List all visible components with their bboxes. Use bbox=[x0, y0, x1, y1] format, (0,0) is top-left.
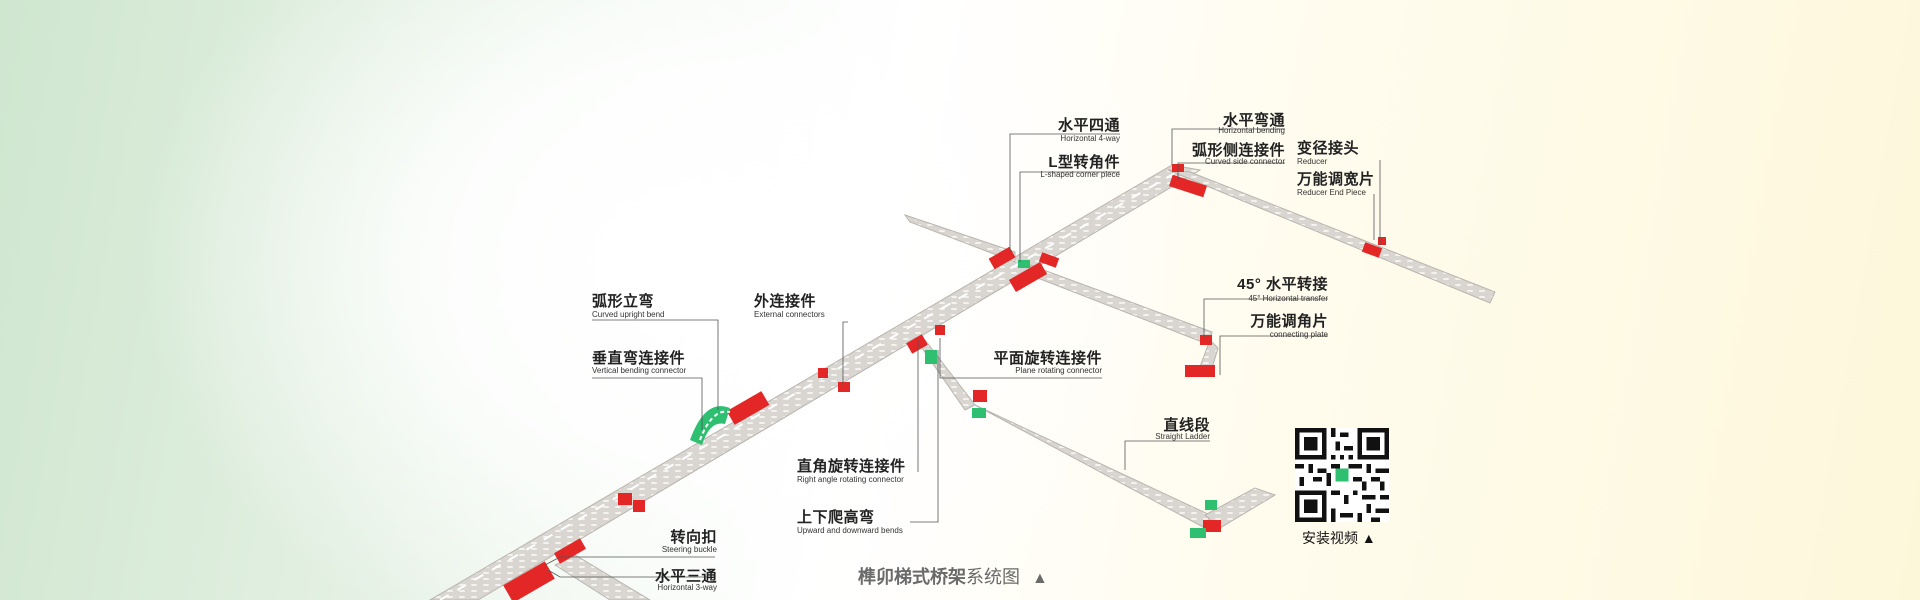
qr-label: 安装视频 ▲ bbox=[1302, 530, 1376, 546]
label-en-horizontal-4-way: Horizontal 4-way bbox=[1060, 134, 1120, 143]
label-curved-side-connector: 弧形侧连接件 bbox=[1191, 142, 1285, 159]
label-vertical-bending-connector: 垂直弯连接件 bbox=[592, 350, 686, 367]
label-en-steering-buckle: Steering buckle bbox=[661, 545, 717, 554]
label-straight-ladder: 直线段 bbox=[1163, 417, 1210, 434]
label-l-corner: L型转角件 bbox=[1048, 154, 1120, 171]
label-curved-upright-bend: 弧形立弯 bbox=[592, 293, 655, 310]
label-horizontal-3-way: 水平三通 bbox=[654, 568, 717, 585]
green-connectors bbox=[925, 260, 1217, 538]
diagram-caption: 榫卯梯式桥架系统图 ▲ bbox=[858, 563, 1048, 589]
label-en-horizontal-3-way: Horizontal 3-way bbox=[657, 583, 717, 592]
label-en-reducer: Reducer bbox=[1297, 157, 1328, 166]
label-en-connecting-plate: connecting plate bbox=[1269, 330, 1328, 339]
label-steering-buckle: 转向扣 bbox=[670, 529, 717, 546]
label-plane-rotating-connector: 平面旋转连接件 bbox=[993, 350, 1102, 367]
label-en-right-angle-rotating-connector: Right angle rotating connector bbox=[797, 475, 904, 484]
label-en-straight-ladder: Straight Ladder bbox=[1155, 432, 1210, 441]
label-en-curved-side-connector: Curved side connector bbox=[1204, 157, 1285, 166]
label-horizontal-bending: 水平弯通 bbox=[1222, 112, 1285, 129]
caption-marker-icon: ▲ bbox=[1032, 570, 1048, 587]
label-reducer: 变径接头 bbox=[1297, 140, 1360, 157]
label-en-curved-upright-bend: Curved upright bend bbox=[592, 310, 665, 319]
label-en-l-corner: L-shaped corner piece bbox=[1040, 170, 1120, 179]
caption-bold: 榫卯梯式桥架 bbox=[858, 567, 966, 587]
label-upward-downward-bends: 上下爬高弯 bbox=[797, 509, 875, 526]
label-right-angle-rotating-connector: 直角旋转连接件 bbox=[797, 458, 906, 475]
label-en-plane-rotating-connector: Plane rotating connector bbox=[1015, 366, 1102, 375]
label-en-reducer-end-piece: Reducer End Piece bbox=[1297, 188, 1366, 197]
label-connecting-plate: 万能调角片 bbox=[1250, 313, 1328, 330]
label-horizontal-transfer: 45° 水平转接 bbox=[1237, 276, 1328, 293]
label-horizontal-4-way: 水平四通 bbox=[1057, 117, 1120, 134]
label-en-vertical-bending-connector: Vertical bending connector bbox=[592, 366, 687, 375]
label-en-horizontal-transfer: 45° Horizontal transfer bbox=[1248, 294, 1328, 303]
label-en-horizontal-bending: Horizontal bending bbox=[1218, 126, 1285, 135]
label-en-upward-downward-bends: Upward and downward bends bbox=[797, 526, 903, 535]
label-en-external-connectors: External connectors bbox=[754, 310, 825, 319]
caption-light: 系统图 bbox=[966, 567, 1020, 587]
label-reducer-end-piece: 万能调宽片 bbox=[1297, 171, 1375, 188]
qr-code[interactable] bbox=[1295, 428, 1389, 522]
main-tray bbox=[429, 164, 1202, 600]
red-connectors bbox=[503, 164, 1386, 600]
label-external-connectors: 外连接件 bbox=[754, 293, 817, 310]
qr-code-image bbox=[1295, 428, 1389, 522]
leader-lines bbox=[544, 128, 1381, 578]
curved-upright-bend bbox=[690, 406, 731, 445]
